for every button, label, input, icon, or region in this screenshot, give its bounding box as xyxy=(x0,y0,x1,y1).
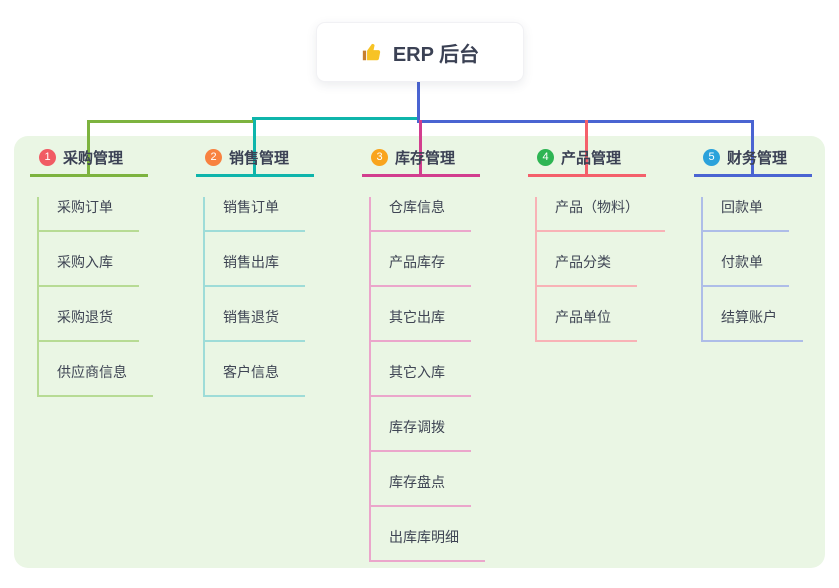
branch-drop-line-purchase xyxy=(87,120,90,177)
branch-node-purchase[interactable]: 1 采购管理 xyxy=(30,147,148,177)
child-node[interactable]: 库存调拨 xyxy=(371,417,471,452)
child-node[interactable]: 产品分类 xyxy=(537,252,637,287)
bus-segment-mid xyxy=(252,117,419,120)
branch-label: 采购管理 xyxy=(63,150,124,167)
child-node[interactable]: 供应商信息 xyxy=(39,362,153,397)
branch-children: 销售订单销售出库销售退货客户信息 xyxy=(203,197,314,397)
child-node[interactable]: 采购入库 xyxy=(39,252,139,287)
branch-product: 4 产品管理产品（物料） 产品分类产品单位 xyxy=(528,147,665,342)
child-node[interactable]: 客户信息 xyxy=(205,362,305,397)
branch-label: 销售管理 xyxy=(229,150,290,167)
branch-drop-line-inventory xyxy=(419,120,422,177)
branch-node-inventory[interactable]: 3 库存管理 xyxy=(362,147,480,177)
thumbs-up-icon xyxy=(362,43,380,61)
branch-node-sales[interactable]: 2 销售管理 xyxy=(196,147,314,177)
child-node[interactable]: 付款单 xyxy=(703,252,789,287)
branch-label: 产品管理 xyxy=(561,150,622,167)
child-node[interactable]: 产品（物料） xyxy=(537,197,665,232)
child-node[interactable]: 采购订单 xyxy=(39,197,139,232)
branch-label: 库存管理 xyxy=(395,150,456,167)
child-node[interactable]: 销售出库 xyxy=(205,252,305,287)
branch-drop-line-finance xyxy=(751,120,754,177)
branch-purchase: 1 采购管理采购订单采购入库采购退货供应商信息 xyxy=(30,147,153,397)
child-node[interactable]: 销售订单 xyxy=(205,197,305,232)
child-node[interactable]: 库存盘点 xyxy=(371,472,471,507)
branch-label: 财务管理 xyxy=(727,150,788,167)
branch-children: 采购订单采购入库采购退货供应商信息 xyxy=(37,197,153,397)
branch-drop-line-product xyxy=(585,120,588,177)
child-node[interactable]: 仓库信息 xyxy=(371,197,471,232)
child-node[interactable]: 其它入库 xyxy=(371,362,471,397)
branch-finance: 5 财务管理回款单付款单结算账户 xyxy=(694,147,812,342)
branch-drop-line-sales xyxy=(253,117,256,177)
branch-sales: 2 销售管理销售订单销售出库销售退货客户信息 xyxy=(196,147,314,397)
branch-node-product[interactable]: 4 产品管理 xyxy=(528,147,646,177)
branch-node-finance[interactable]: 5 财务管理 xyxy=(694,147,812,177)
child-node[interactable]: 其它出库 xyxy=(371,307,471,342)
child-node[interactable]: 回款单 xyxy=(703,197,789,232)
branch-number-badge: 2 xyxy=(205,149,222,166)
root-node[interactable]: ERP 后台 xyxy=(316,22,524,82)
child-node[interactable]: 销售退货 xyxy=(205,307,305,342)
child-node[interactable]: 采购退货 xyxy=(39,307,139,342)
branch-number-badge: 1 xyxy=(39,149,56,166)
child-node[interactable]: 出库库明细 xyxy=(371,527,485,562)
root-node-label: ERP 后台 xyxy=(392,43,480,66)
child-node[interactable]: 产品库存 xyxy=(371,252,471,287)
branch-number-badge: 5 xyxy=(703,149,720,166)
child-node[interactable]: 产品单位 xyxy=(537,307,637,342)
root-drop-line xyxy=(416,81,420,123)
bus-segment-left xyxy=(87,120,253,123)
branch-inventory: 3 库存管理仓库信息产品库存其它出库其它入库库存调拨库存盘点出库库明细 xyxy=(362,147,485,562)
branch-number-badge: 4 xyxy=(537,149,554,166)
branch-children: 产品（物料） 产品分类产品单位 xyxy=(535,197,665,342)
branch-children: 仓库信息产品库存其它出库其它入库库存调拨库存盘点出库库明细 xyxy=(369,197,485,562)
branches-background-panel xyxy=(14,136,825,568)
branch-children: 回款单付款单结算账户 xyxy=(701,197,812,342)
branch-number-badge: 3 xyxy=(371,149,388,166)
child-node[interactable]: 结算账户 xyxy=(703,307,803,342)
